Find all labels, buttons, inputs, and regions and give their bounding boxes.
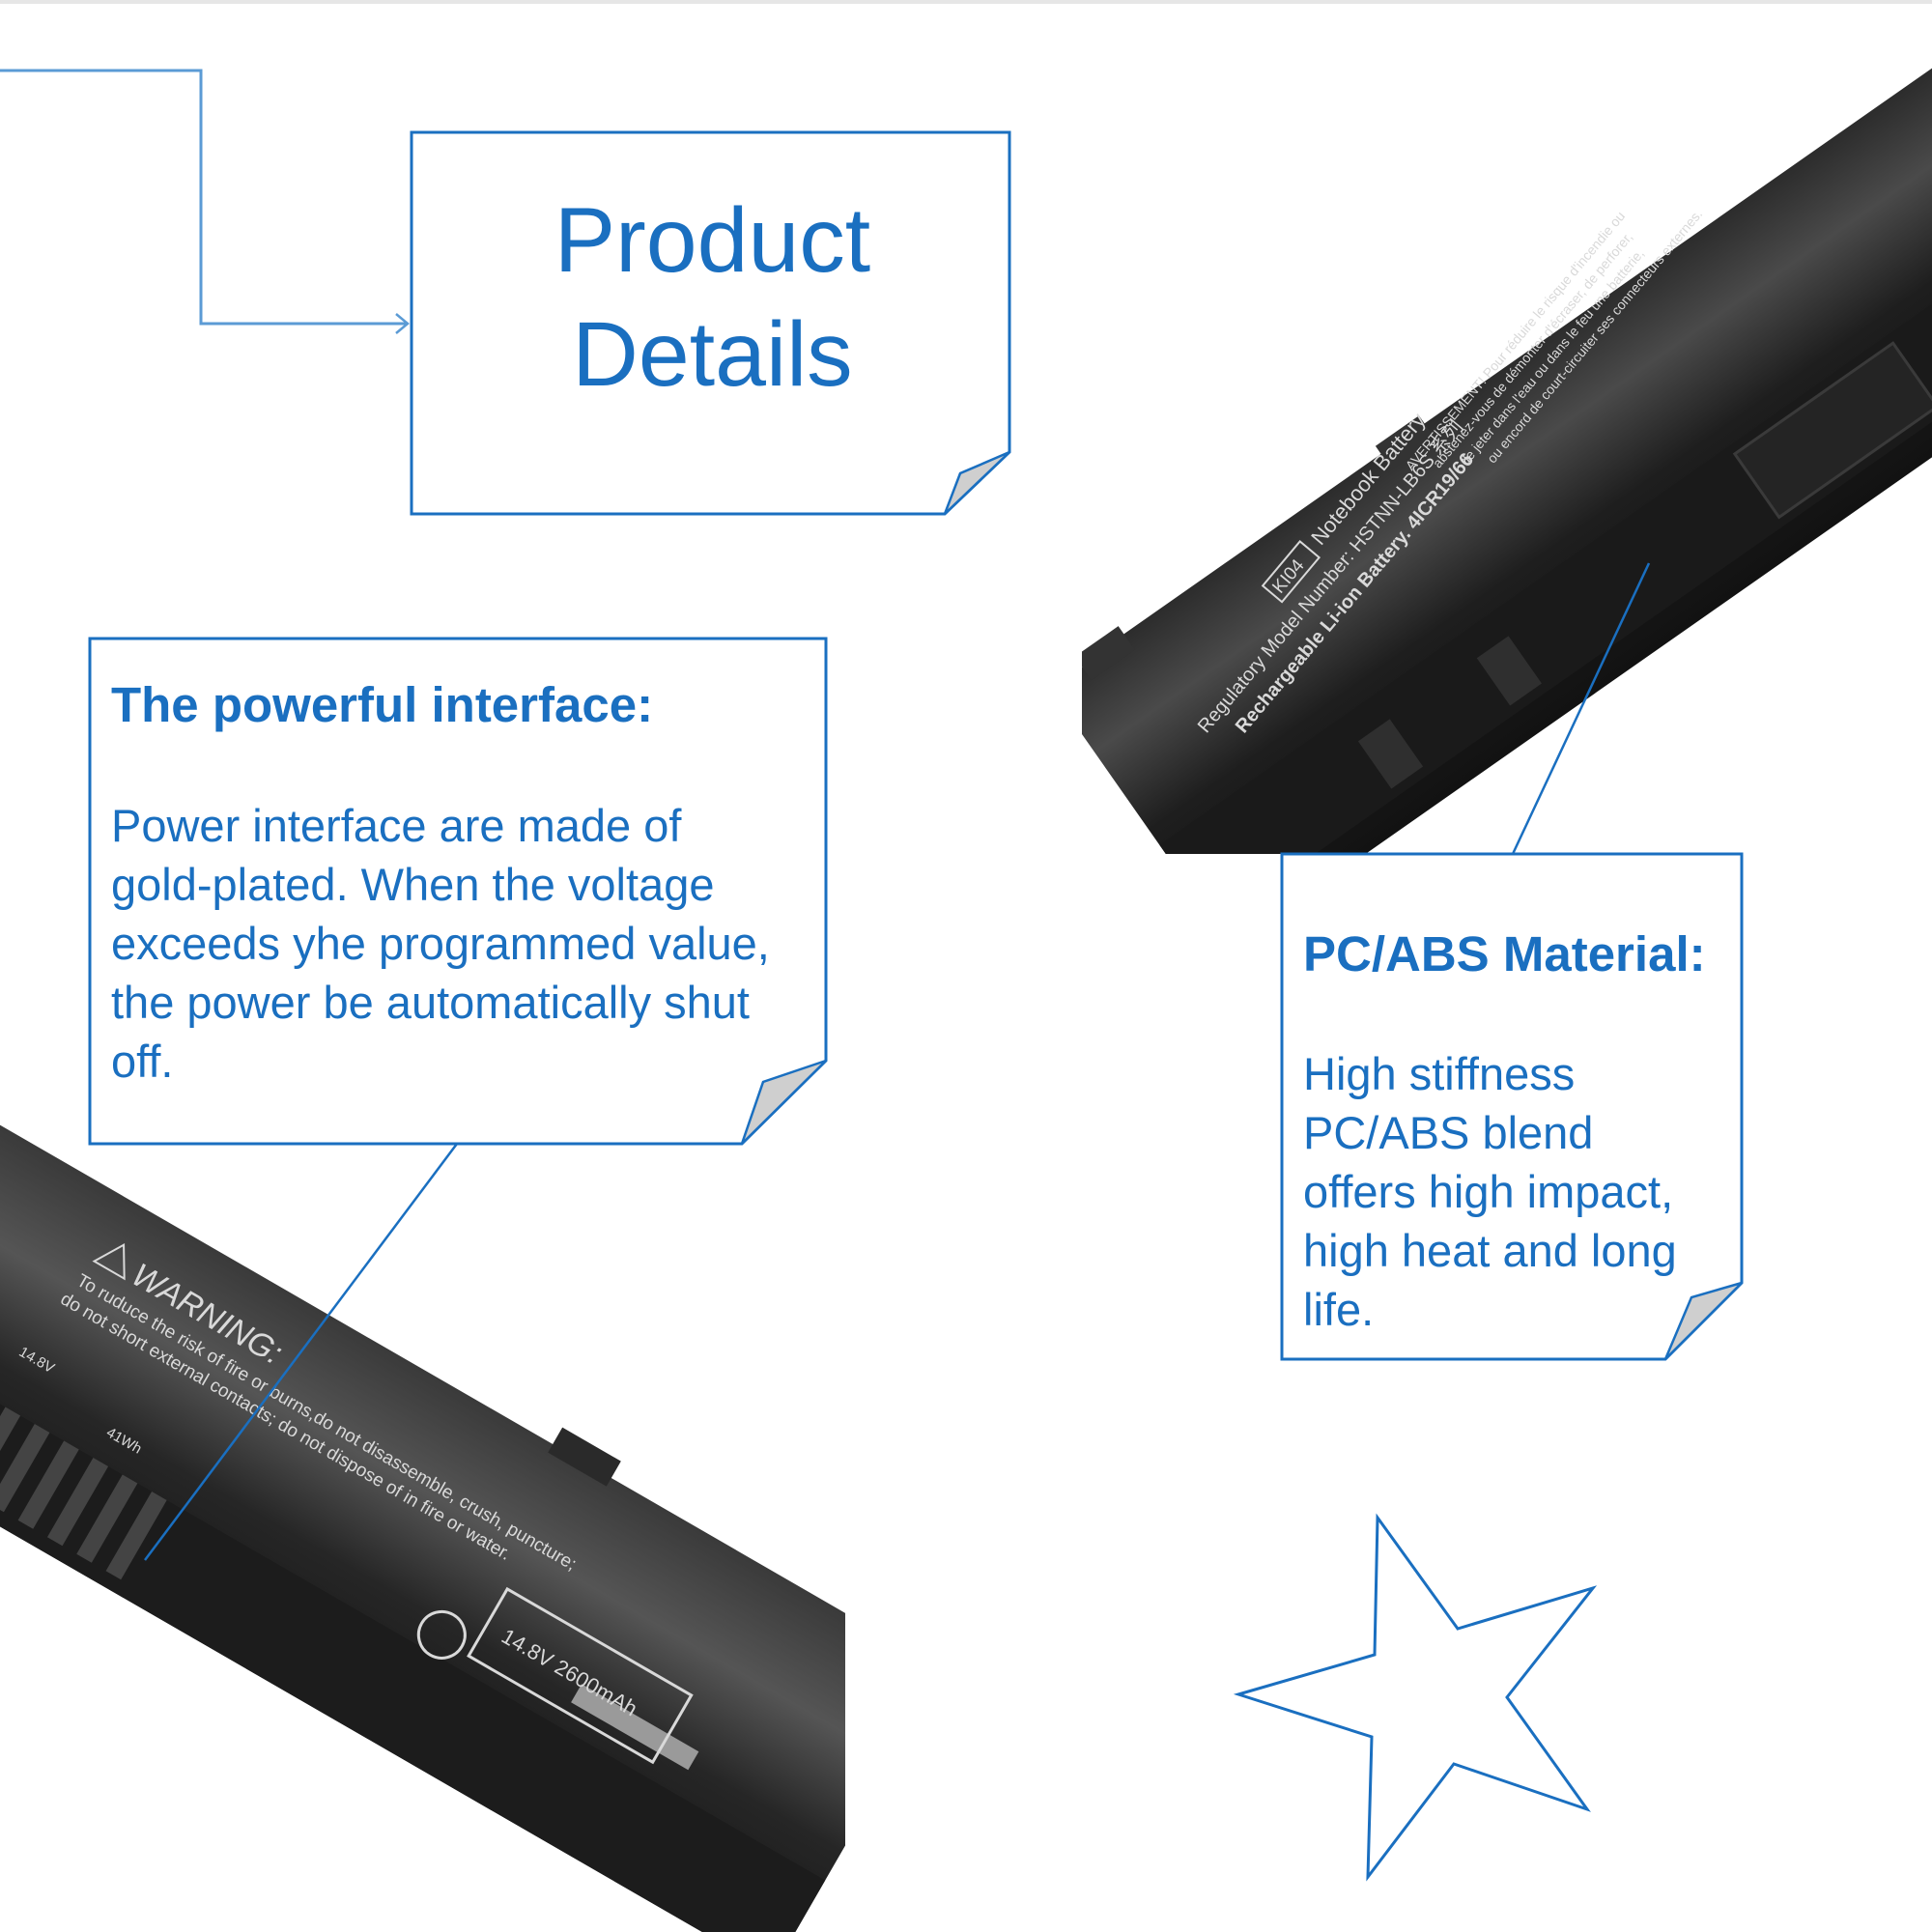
title-connector-line — [0, 69, 408, 326]
product-details-box — [410, 130, 1011, 516]
battery-top-image: KI04 Notebook Battery Regulatory Model N… — [1082, 44, 1932, 854]
recycle-mark-icon — [416, 1609, 467, 1660]
title-line-1: Product — [554, 189, 871, 292]
interface-callout-box — [88, 637, 828, 1146]
warning-triangle-icon — [92, 1243, 126, 1281]
ki04-badge-frame — [1261, 540, 1321, 604]
material-callout-text: PC/ABS Material: High stiffness PC/ABS b… — [1303, 925, 1738, 1339]
interface-body: Power interface are made of gold-plated.… — [111, 800, 770, 1087]
top-border-strip — [0, 0, 1932, 4]
interface-pointer-line — [143, 1143, 459, 1561]
material-heading: PC/ABS Material: — [1303, 926, 1706, 981]
rating-box-frame — [467, 1586, 694, 1765]
folded-corner — [740, 1059, 827, 1145]
interface-callout-text: The powerful interface: Power interface … — [111, 676, 826, 1091]
star-outline-icon — [1233, 1513, 1598, 1882]
title-line-2: Details — [572, 303, 853, 406]
page-title: Product Details — [411, 184, 1014, 412]
material-pointer-line — [1511, 562, 1651, 855]
battery-bottom-image: WARNING: To ruduce the risk of fire or b… — [0, 1105, 845, 1932]
folded-corner — [943, 450, 1010, 515]
folded-corner — [1663, 1281, 1743, 1360]
interface-heading: The powerful interface: — [111, 677, 654, 732]
material-callout-box — [1280, 852, 1744, 1361]
title-connector-arrowhead — [395, 313, 410, 334]
material-body: High stiffness PC/ABS blend offers high … — [1303, 1048, 1677, 1335]
connector-pins — [0, 1406, 167, 1580]
